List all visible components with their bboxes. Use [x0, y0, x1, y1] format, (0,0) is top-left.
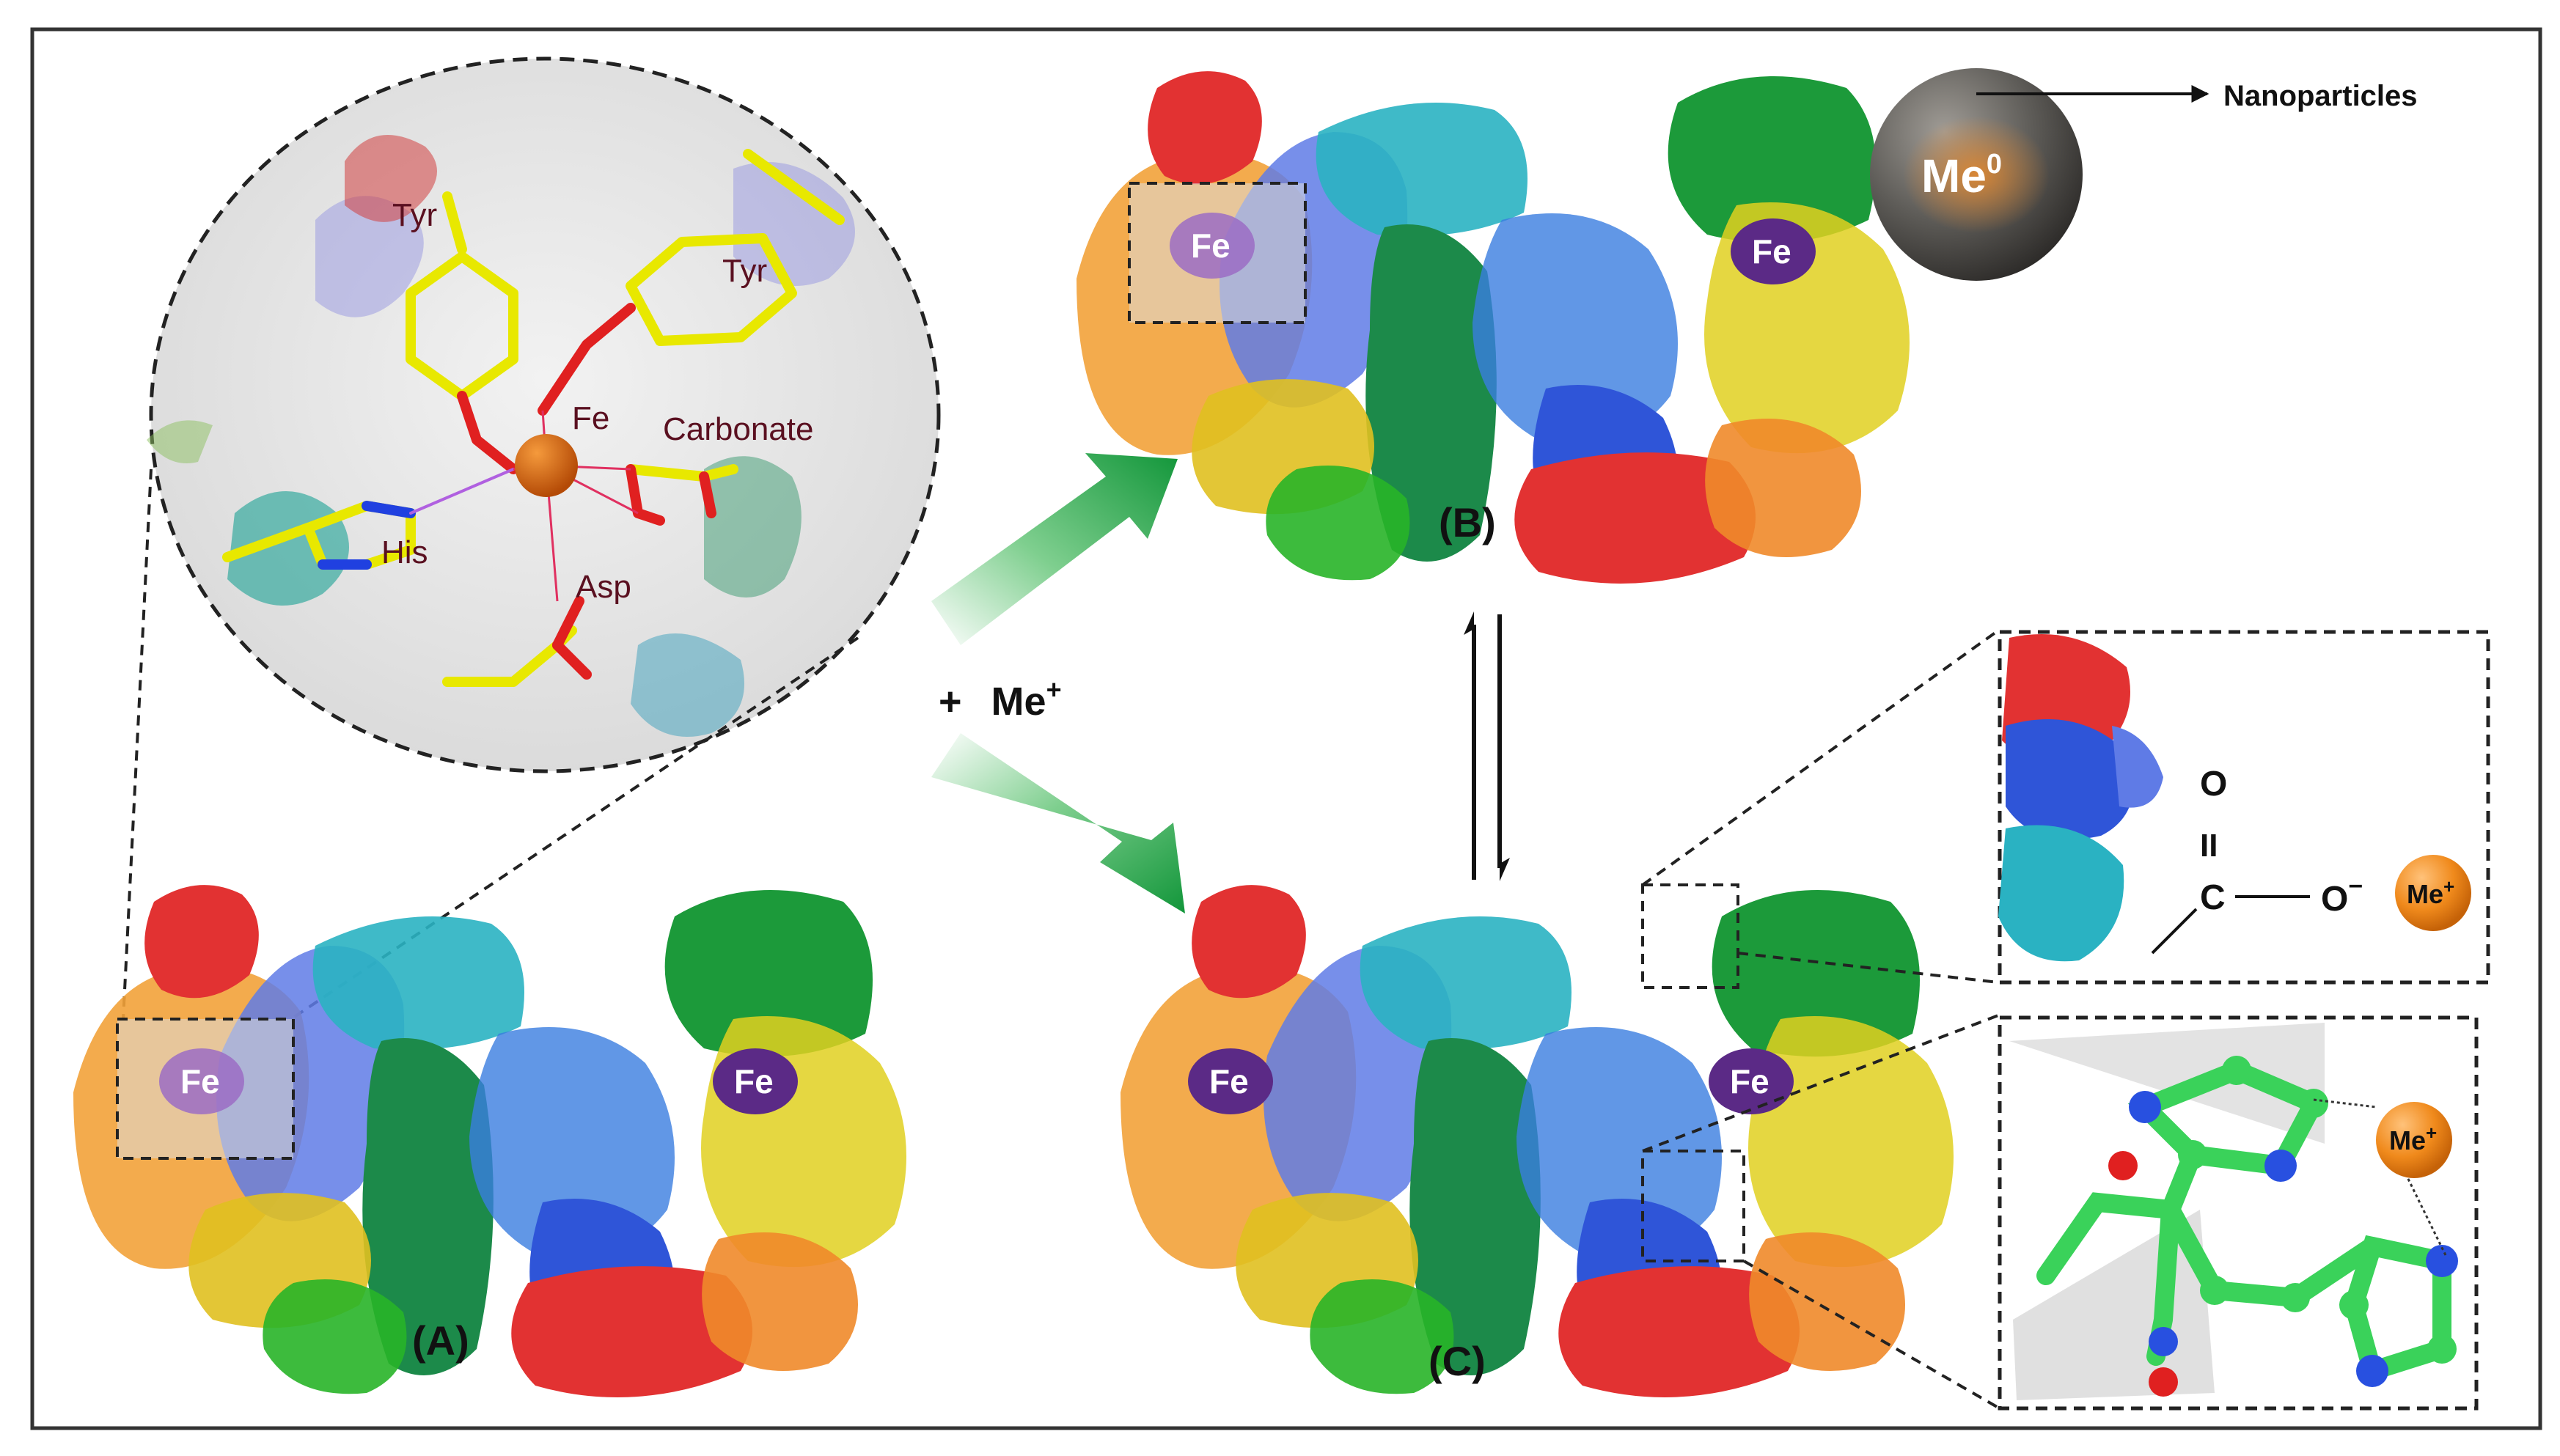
reaction-arrow-down: [931, 733, 1185, 913]
iron-marker-a-left: [159, 1048, 244, 1114]
residue-label-tyr-1: Tyr: [392, 197, 437, 233]
reagent-label: +Me+: [939, 674, 1062, 724]
iron-marker-a-right: [713, 1048, 798, 1114]
residue-label-asp: Asp: [576, 569, 631, 605]
residue-label-his: His: [381, 534, 428, 570]
nanoparticle-label: Me0: [1921, 149, 2002, 202]
iron-label-b-right: Fe: [1752, 232, 1791, 271]
active-site-zoom: Tyr Tyr Fe Carbonate His Asp: [147, 56, 941, 773]
iron-marker-c-right: [1709, 1048, 1794, 1114]
aspartate-sticks: [442, 596, 592, 687]
inset-histidine: Me+: [1998, 1015, 2479, 1411]
panel-label-b: (B): [1439, 499, 1496, 545]
inset-connector-1: [1641, 629, 2000, 886]
zoom-connector-left: [122, 468, 153, 1020]
iron-marker-b-left: [1170, 213, 1255, 279]
iron-marker-c-left: [1188, 1048, 1273, 1114]
tyrosine-1-sticks: [406, 191, 518, 474]
metal-ion-top: [2395, 855, 2471, 931]
iron-label-a-left: Fe: [180, 1062, 220, 1100]
binding-site-box-c-top: [1641, 883, 1739, 989]
panel-label-c: (C): [1428, 1338, 1486, 1384]
tyrosine-2-sticks: [538, 149, 845, 416]
protein-structure-a: Fe Fe: [73, 885, 906, 1397]
residue-label-carbonate: Carbonate: [663, 411, 813, 447]
atom-c: C: [2200, 878, 2226, 917]
inset-connector-3: [1642, 1014, 1999, 1152]
metal-ion-top-label: Me+: [2407, 875, 2454, 909]
iron-atom: [515, 434, 578, 497]
residue-label-fe: Fe: [572, 400, 609, 436]
atom-o-minus: O−: [2321, 872, 2363, 919]
metal-ion-bottom-label: Me+: [2389, 1122, 2437, 1155]
metal-ion-bottom: [2376, 1102, 2452, 1178]
iron-label-c-right: Fe: [1730, 1062, 1769, 1100]
atom-o-top: O: [2200, 765, 2227, 804]
panel-label-a: (A): [412, 1317, 469, 1364]
inset-carboxylate: O II C O− Me+: [1998, 630, 2490, 985]
residue-label-tyr-2: Tyr: [722, 253, 767, 289]
equilibrium-arrows: [1464, 611, 1510, 881]
reaction-arrow-up: [931, 453, 1178, 645]
inset-connector-4: [1743, 1260, 1999, 1409]
inset-connector-2: [1737, 952, 1999, 984]
metal-nanoparticle: Me0: [1870, 68, 2083, 281]
double-bond-mark: II: [2200, 828, 2218, 864]
figure-border: [30, 27, 2542, 1430]
nanoparticles-label: Nanoparticles: [2223, 80, 2418, 112]
iron-marker-b-right: [1731, 218, 1816, 284]
protein-structure-b: Fe Fe: [1077, 71, 1910, 584]
iron-label-c-left: Fe: [1209, 1062, 1249, 1100]
protein-structure-c: Fe Fe: [1121, 883, 1954, 1397]
active-site-box-b: [1128, 182, 1307, 324]
iron-label-a-right: Fe: [734, 1062, 774, 1100]
iron-label-b-left: Fe: [1191, 227, 1231, 265]
histidine-sticks: [222, 468, 515, 570]
